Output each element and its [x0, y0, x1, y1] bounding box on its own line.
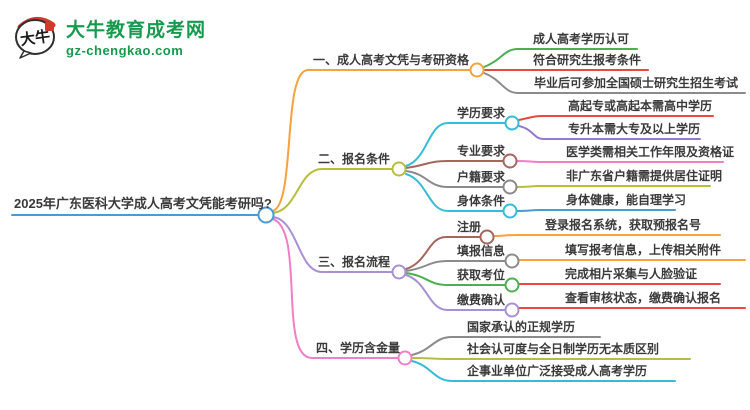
branch-2-group: [272, 115, 724, 219]
branch-3-child-zhuce[interactable]: 注册: [457, 220, 482, 234]
branch-4-leaf-guojia[interactable]: 国家承认的正规学历: [467, 320, 576, 334]
branch-3-leaf-shenhe[interactable]: 查看审核状态，缴费确认报名: [565, 291, 722, 305]
branch-2-leaf-zhuansheng[interactable]: 专升本需大专及以上学历: [568, 122, 701, 136]
edge-branch-3-child-3: [405, 272, 506, 286]
edge-branch-1: [272, 69, 471, 212]
branch-2-child-zhuanye[interactable]: 专业要求: [457, 144, 506, 158]
branch-2-child-shenti[interactable]: 身体条件: [457, 194, 506, 208]
branch-4-leaf-qishiye[interactable]: 企事业单位广泛接受成人高考学历: [467, 364, 648, 378]
branch-2-leaf-gaoqi[interactable]: 高起专或高起本需高中学历: [568, 99, 713, 113]
node-circle-central[interactable]: [257, 206, 275, 224]
site-logo[interactable]: 大牛 大牛教育成考网 gz-chengkao.com: [12, 13, 206, 59]
branch-3-child-jiaofei[interactable]: 缴费确认: [457, 293, 506, 307]
edge-branch-2-grandchild-3: [516, 160, 724, 163]
edge-branch-4-child-1: [411, 336, 601, 356]
branch-1-label[interactable]: 一、成人高考文凭与考研资格: [313, 53, 470, 67]
edge-branch-1-child-3: [483, 72, 746, 94]
branch-3-child-tianbao[interactable]: 填报信息: [457, 244, 506, 258]
edge-branch-2-grandchild-1: [518, 115, 714, 121]
edge-branch-3-child-4: [405, 274, 506, 311]
edge-branch-2-child-3: [405, 170, 504, 188]
node-circle-xueli[interactable]: [504, 115, 520, 131]
branch-2-leaf-jiankang[interactable]: 身体健康，能自理学习: [566, 193, 687, 207]
branch-1-leaf-2[interactable]: 符合研究生报考条件: [533, 53, 642, 67]
edge-branch-2-child-1: [405, 122, 506, 167]
edge-branch-4: [272, 218, 399, 359]
edge-branch-4-child-2: [411, 357, 691, 360]
branch-3-leaf-xiangpian[interactable]: 完成相片采集与人脸验证: [565, 267, 698, 281]
edge-branch-2-child-2: [405, 160, 504, 169]
node-circle-tianbao[interactable]: [504, 253, 520, 269]
node-circle-huoqu[interactable]: [504, 277, 520, 293]
edge-branch-4-child-3: [411, 360, 676, 382]
edge-branch-1-child-1: [483, 48, 638, 68]
branch-3-group: [272, 216, 746, 318]
branch-3-label[interactable]: 三、报名流程: [318, 255, 391, 269]
branch-1-leaf-3[interactable]: 毕业后可参加全国硕士研究生招生考试: [534, 76, 739, 90]
branch-4-label[interactable]: 四、学历含金量: [316, 341, 401, 355]
central-topic[interactable]: 2025年广东医科大学成人高考文凭能考研吗?: [14, 196, 272, 211]
node-circle-shenti[interactable]: [502, 203, 518, 219]
svg-text:大牛: 大牛: [19, 27, 51, 49]
edge-branch-2-grandchild-2: [518, 125, 701, 140]
branch-2-leaf-feiguangdong[interactable]: 非广东省户籍需提供居住证明: [566, 169, 723, 183]
node-circle-jiaofei[interactable]: [504, 302, 520, 318]
node-circle-huji[interactable]: [502, 179, 518, 195]
edge-branch-2-grandchild-4: [516, 185, 711, 188]
branch-1-group: [272, 48, 746, 212]
edge-branch-2: [272, 168, 393, 214]
branch-2-label[interactable]: 二、报名条件: [318, 152, 391, 166]
edge-branch-2-grandchild-5: [516, 209, 676, 212]
node-circle-zhuce[interactable]: [479, 229, 495, 245]
node-circle-branch-4[interactable]: [397, 350, 413, 366]
node-circle-branch-2[interactable]: [391, 161, 407, 177]
edge-branch-3-grandchild-1: [493, 234, 721, 237]
branch-4-leaf-shehui[interactable]: 社会认可度与全日制学历无本质区别: [467, 342, 660, 356]
branch-2-child-huji[interactable]: 户籍要求: [457, 170, 506, 184]
edge-branch-3-child-2: [405, 260, 506, 272]
branch-3-leaf-tianxie[interactable]: 填写报考信息，上传相关附件: [565, 243, 722, 257]
branch-2-leaf-yixue[interactable]: 医学类需相关工作年限及资格证: [566, 145, 735, 159]
branch-1-leaf-1[interactable]: 成人高考学历认可: [533, 32, 630, 46]
edge-branch-3: [272, 216, 393, 273]
node-circle-branch-1[interactable]: [469, 62, 485, 78]
brand-domain: gz-chengkao.com: [66, 42, 184, 58]
branch-4-group: [272, 218, 691, 382]
edge-branch-2-child-4: [405, 173, 504, 212]
brand-title: 大牛教育成考网: [66, 19, 207, 41]
branch-3-leaf-denglu[interactable]: 登录报名系统，获取预报名号: [545, 218, 702, 232]
daniu-bubble-icon: 大牛: [15, 17, 56, 59]
branch-3-child-huoqu[interactable]: 获取考位: [457, 268, 506, 282]
edge-branch-3-child-1: [405, 236, 481, 270]
node-circle-zhuanye[interactable]: [502, 153, 518, 169]
node-circle-branch-3[interactable]: [391, 264, 407, 280]
branch-2-child-xueli[interactable]: 学历要求: [457, 106, 506, 120]
